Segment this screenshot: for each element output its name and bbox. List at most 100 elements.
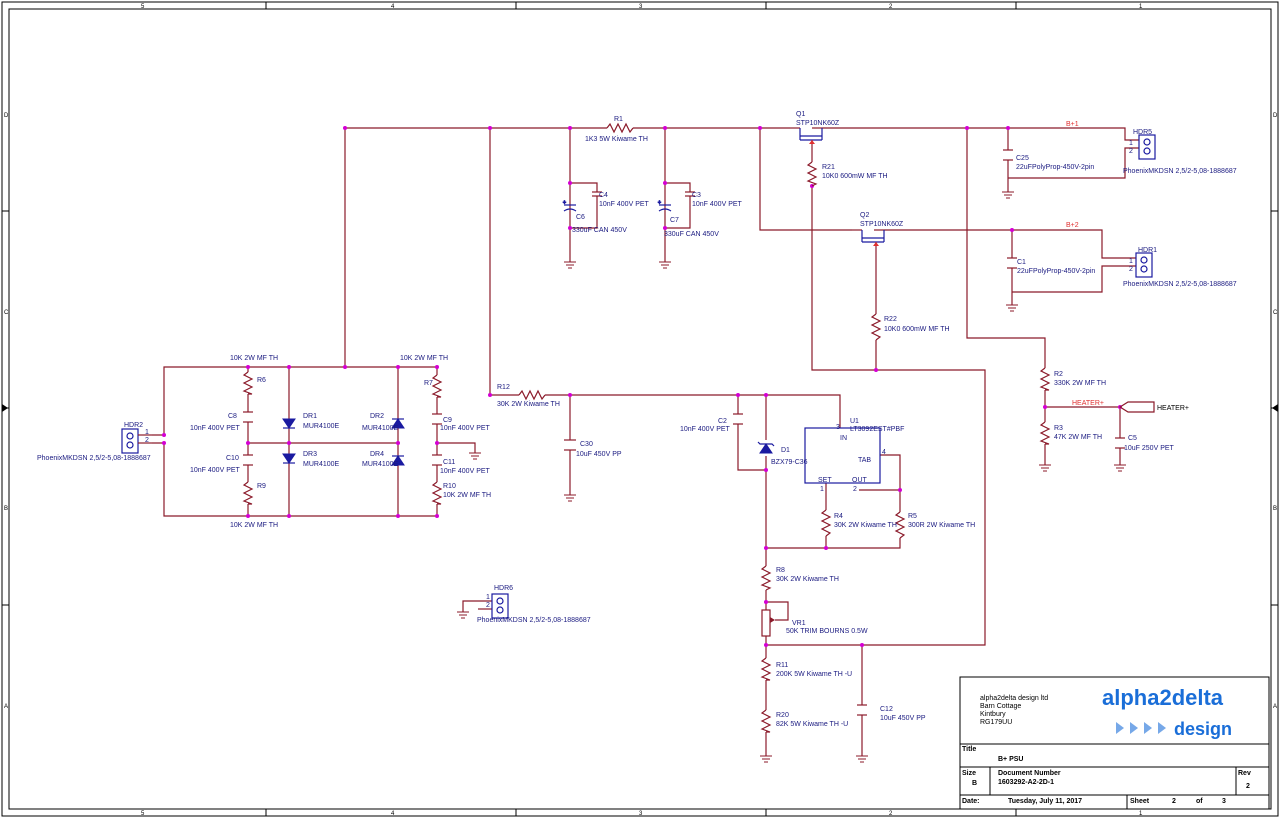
val-r12: 30K 2W Kiwame TH bbox=[497, 401, 560, 408]
u1-pin-tab: TAB bbox=[858, 457, 871, 464]
col-label: 1 bbox=[1139, 4, 1143, 10]
val-c8: 10nF 400V PET bbox=[190, 425, 241, 432]
u1-pin-set: SET bbox=[818, 477, 832, 484]
resistor-r2 bbox=[1039, 367, 1051, 391]
ref-r9: R9 bbox=[257, 483, 266, 490]
header-hdr5 bbox=[1138, 134, 1156, 160]
header-hdr2 bbox=[121, 428, 152, 454]
row-label: D bbox=[1273, 113, 1278, 119]
val-hdr1: PhoenixMKDSN 2,5/2-5,08-1888687 bbox=[1123, 281, 1237, 288]
ref-dr1: DR1 bbox=[303, 413, 317, 420]
svg-text:+: + bbox=[658, 200, 661, 206]
resistor-r11 bbox=[760, 657, 772, 681]
val-c2: 10nF 400V PET bbox=[680, 426, 731, 433]
resistor-r5 bbox=[894, 511, 906, 539]
row-label: C bbox=[1273, 310, 1278, 316]
u1-pin-in: IN bbox=[840, 435, 847, 442]
ground-symbols bbox=[457, 191, 1126, 763]
ref-c25: C25 bbox=[1016, 155, 1029, 162]
val-r9: 10K 2W MF TH bbox=[230, 522, 278, 529]
ref-q2: Q2 bbox=[860, 212, 869, 219]
ref-r8: R8 bbox=[776, 567, 785, 574]
ref-c1: C1 bbox=[1017, 259, 1026, 266]
docnum-value: 1603292-A2-2D-1 bbox=[998, 779, 1054, 786]
company-logo-bottom: design bbox=[1174, 719, 1232, 739]
val-c6: 330uF CAN 450V bbox=[572, 227, 627, 234]
val-dr2: MUR4100E bbox=[362, 425, 399, 432]
pin1-hdr1: 1 bbox=[1129, 258, 1133, 265]
col-label: 5 bbox=[141, 811, 145, 817]
ref-c6: C6 bbox=[576, 214, 585, 221]
pin2-hdr5: 2 bbox=[1129, 148, 1133, 155]
company-logo-top: alpha2delta bbox=[1102, 685, 1224, 710]
header-hdr1 bbox=[1135, 252, 1153, 278]
resistor-r20 bbox=[760, 709, 772, 733]
u1-pin-num: 1 bbox=[820, 486, 824, 493]
row-label: C bbox=[4, 310, 9, 316]
ref-c2: C2 bbox=[718, 418, 727, 425]
val-q2: STP10NK60Z bbox=[860, 221, 904, 228]
row-label: B bbox=[4, 506, 8, 512]
sheet-value: 2 bbox=[1172, 798, 1176, 805]
val-c5: 10uF 250V PET bbox=[1124, 445, 1175, 452]
val-c1: 22uFPolyProp-450V-2pin bbox=[1017, 268, 1095, 275]
center-mark-left bbox=[2, 404, 8, 412]
sheets-value: 3 bbox=[1222, 798, 1226, 805]
val-r5: 300R 2W Kiwame TH bbox=[908, 522, 975, 529]
val-r20: 82K 5W Kiwame TH -U bbox=[776, 721, 848, 728]
size-label: Size bbox=[962, 770, 976, 777]
val-u1: LT3092EST#PBF bbox=[850, 426, 904, 433]
col-label: 3 bbox=[639, 811, 643, 817]
val-r4: 30K 2W Kiwame TH bbox=[834, 522, 897, 529]
val-c9: 10nF 400V PET bbox=[440, 425, 491, 432]
date-value: Tuesday, July 11, 2017 bbox=[1008, 798, 1082, 805]
val-r22: 10K0 600mW MF TH bbox=[884, 326, 950, 333]
col-label: 4 bbox=[391, 4, 395, 10]
ref-c30: C30 bbox=[580, 441, 593, 448]
row-label: D bbox=[4, 113, 9, 119]
ref-hdr2: HDR2 bbox=[124, 422, 143, 429]
val-c7: 330uF CAN 450V bbox=[664, 231, 719, 238]
val-r10: 10K 2W MF TH bbox=[443, 492, 491, 499]
u1-pin-out: OUT bbox=[852, 477, 868, 484]
ref-r7: R7 bbox=[424, 380, 433, 387]
ref-dr2: DR2 bbox=[370, 413, 384, 420]
resistor-r4 bbox=[820, 509, 832, 537]
size-value: B bbox=[972, 780, 977, 787]
electrolytic-c7: + bbox=[657, 199, 672, 212]
val-c25: 22uFPolyProp-450V-2pin bbox=[1016, 164, 1094, 171]
pin1-hdr5: 1 bbox=[1129, 140, 1133, 147]
title-value: B+ PSU bbox=[998, 756, 1023, 763]
ref-dr4: DR4 bbox=[370, 451, 384, 458]
pin1-hdr6: 1 bbox=[486, 594, 490, 601]
ref-c9: C9 bbox=[443, 417, 452, 424]
diode-dr2 bbox=[391, 418, 405, 429]
ref-c3: C3 bbox=[692, 192, 701, 199]
resistor-r9 bbox=[242, 481, 254, 505]
ref-r20: R20 bbox=[776, 712, 789, 719]
val-r7: 10K 2W MF TH bbox=[400, 355, 448, 362]
net-label-b2: B+2 bbox=[1066, 222, 1079, 229]
heater-port-label: HEATER+ bbox=[1157, 405, 1189, 412]
ref-hdr6: HDR6 bbox=[494, 585, 513, 592]
ic-u1 bbox=[804, 427, 881, 484]
val-c3: 10nF 400V PET bbox=[692, 201, 743, 208]
mosfet-q1 bbox=[790, 127, 823, 148]
u1-pin-num: 3 bbox=[836, 424, 840, 431]
ref-r11: R11 bbox=[776, 662, 788, 669]
electrolytic-c6: + bbox=[562, 199, 577, 212]
val-r21: 10K0 600mW MF TH bbox=[822, 173, 888, 180]
resistor-r1 bbox=[606, 122, 634, 134]
title-block: alpha2delta design ltd Barn Cottage Kint… bbox=[959, 676, 1270, 810]
resistor-r8 bbox=[760, 565, 772, 591]
val-hdr5: PhoenixMKDSN 2,5/2-5,08-1888687 bbox=[1123, 168, 1237, 175]
val-dr4: MUR4100E bbox=[362, 461, 399, 468]
val-c12: 10uF 450V PP bbox=[880, 715, 926, 722]
ref-c12: C12 bbox=[880, 706, 893, 713]
of-label: of bbox=[1196, 798, 1203, 805]
ref-r21: R21 bbox=[822, 164, 835, 171]
val-r6: 10K 2W MF TH bbox=[230, 355, 278, 362]
svg-text:+: + bbox=[563, 200, 566, 206]
